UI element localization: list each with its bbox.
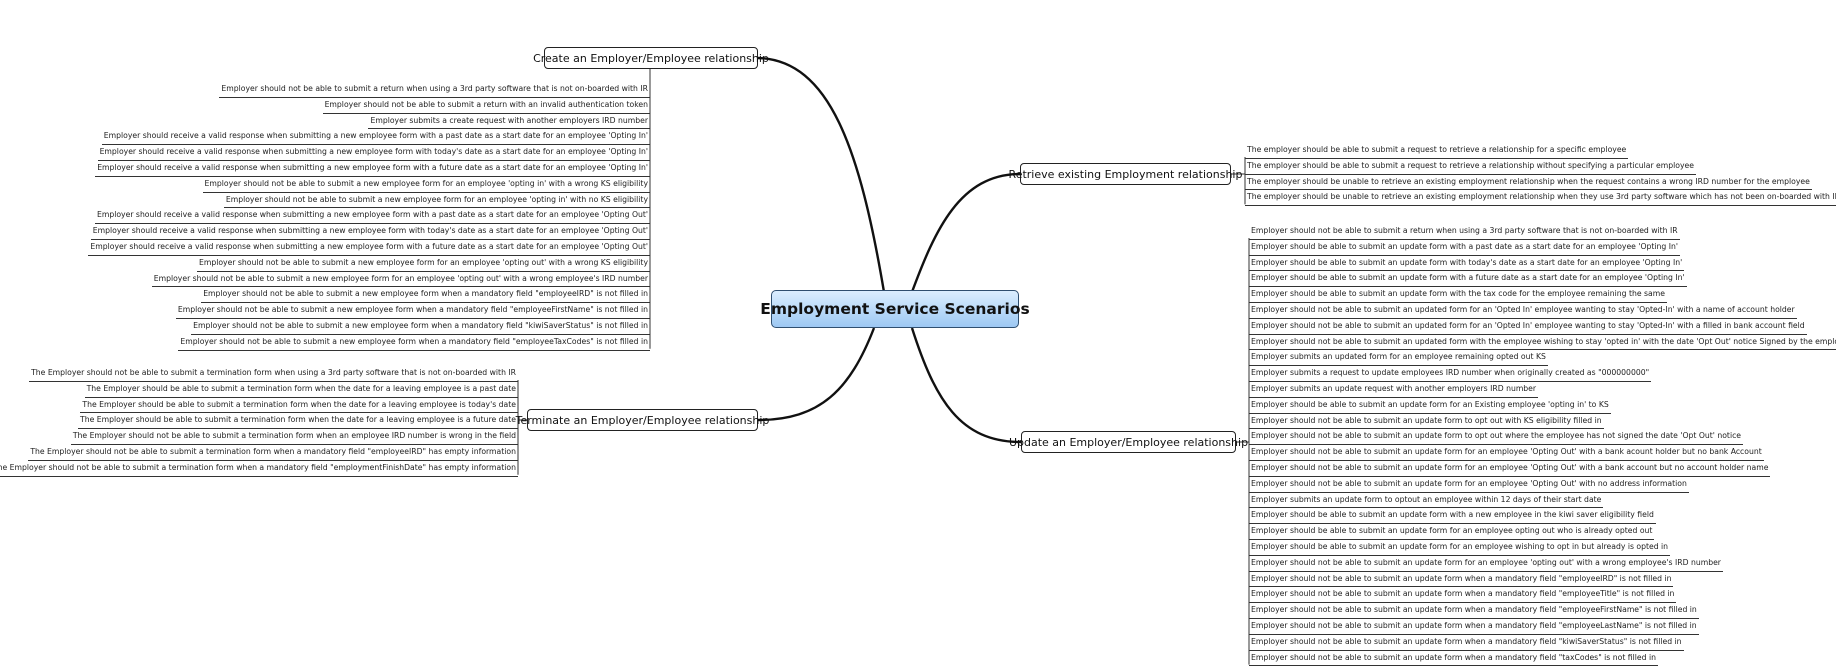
update-scenario-item[interactable]: Employer should not be able to submit an…: [1249, 461, 1771, 477]
terminate-scenario-item[interactable]: The Employer should be able to submit a …: [78, 413, 518, 430]
terminate-scenario-item[interactable]: The Employer should not be able to submi…: [28, 445, 518, 461]
update-scenario-item[interactable]: Employer submits a request to update emp…: [1249, 366, 1652, 382]
update-scenario-item[interactable]: Employer should not be able to submit an…: [1249, 651, 1658, 667]
create-scenario-item[interactable]: Employer should not be able to submit a …: [178, 335, 650, 351]
terminate-scenario-item[interactable]: The Employer should not be able to submi…: [29, 366, 518, 382]
create-scenario-item[interactable]: Employer should receive a valid response…: [95, 161, 650, 177]
topic-retrieve-relationship[interactable]: Retrieve existing Employment relationshi…: [1009, 163, 1242, 185]
create-scenario-item[interactable]: Employer should not be able to submit a …: [202, 177, 650, 193]
update-scenario-item[interactable]: Employer should not be able to submit an…: [1249, 445, 1764, 461]
branch-terminate-connector: [757, 327, 876, 422]
update-scenario-item[interactable]: Employer should be able to submit an upd…: [1249, 508, 1656, 525]
update-scenario-item[interactable]: Employer should not be able to submit an…: [1249, 603, 1699, 619]
update-scenario-item[interactable]: Employer should not be able to submit a …: [1249, 224, 1680, 240]
create-scenario-item[interactable]: Employer should not be able to submit a …: [219, 82, 650, 98]
create-scenario-item[interactable]: Employer should receive a valid response…: [88, 240, 650, 256]
update-scenario-item[interactable]: Employer should be able to submit an upd…: [1249, 271, 1687, 288]
create-scenario-item[interactable]: Employer should receive a valid response…: [101, 129, 650, 146]
update-scenario-item[interactable]: Employer should be able to submit an upd…: [1249, 256, 1685, 272]
retrieve-scenario-item[interactable]: The employer should be unable to retriev…: [1245, 190, 1836, 207]
update-scenario-item[interactable]: Employer should not be able to submit an…: [1249, 635, 1684, 651]
terminate-scenario-item[interactable]: The Employer should be able to submit a …: [80, 398, 518, 414]
update-scenario-item[interactable]: Employer should not be able to submit an…: [1249, 477, 1689, 493]
create-scenario-item[interactable]: Employer should not be able to submit a …: [322, 98, 650, 114]
topic-update-relationship[interactable]: Update an Employer/Employee relationship: [1009, 431, 1248, 453]
create-scenario-item[interactable]: Employer should not be able to submit a …: [223, 193, 650, 209]
topic-create-relationship[interactable]: Create an Employer/Employee relationship: [533, 47, 769, 69]
create-scenario-item[interactable]: Employer should receive a valid response…: [97, 145, 650, 161]
update-scenario-item[interactable]: Employer should not be able to submit an…: [1249, 619, 1699, 635]
create-scenario-item[interactable]: Employer should not be able to submit a …: [191, 319, 650, 335]
update-scenario-item[interactable]: Employer should not be able to submit an…: [1249, 335, 1836, 351]
update-scenario-item[interactable]: Employer should not be able to submit an…: [1249, 319, 1807, 335]
create-scenario-item[interactable]: Employer should not be able to submit a …: [196, 256, 650, 272]
branch-create-connector: [757, 56, 886, 293]
branch-retrieve-connector: [910, 172, 1021, 293]
create-scenario-item[interactable]: Employer should not be able to submit a …: [151, 272, 650, 288]
update-scenario-item[interactable]: Employer submits an update request with …: [1249, 382, 1539, 398]
update-scenario-item[interactable]: Employer submits an update form to optou…: [1249, 493, 1604, 509]
central-topic[interactable]: Employment Service Scenarios: [760, 290, 1030, 328]
update-scenario-item[interactable]: Employer should not be able to submit an…: [1249, 587, 1677, 604]
update-scenario-item[interactable]: Employer should be able to submit an upd…: [1249, 524, 1655, 540]
terminate-scenario-item[interactable]: The Employer should not be able to submi…: [70, 429, 518, 445]
branch-update-connector: [910, 327, 1022, 444]
update-scenario-item[interactable]: Employer should be able to submit an upd…: [1249, 540, 1671, 556]
topic-terminate-relationship[interactable]: Terminate an Employer/Employee relations…: [516, 409, 769, 431]
update-scenario-item[interactable]: Employer should not be able to submit an…: [1249, 572, 1674, 588]
terminate-scenario-item[interactable]: The Employer should not be able to submi…: [0, 461, 518, 477]
create-scenario-item[interactable]: Employer should not be able to submit a …: [201, 287, 650, 304]
update-scenario-item[interactable]: Employer should be able to submit an upd…: [1249, 240, 1680, 256]
update-scenario-item[interactable]: Employer should not be able to submit an…: [1249, 556, 1723, 572]
terminate-scenario-item[interactable]: The Employer should be able to submit a …: [84, 382, 518, 398]
retrieve-scenario-item[interactable]: The employer should be unable to retriev…: [1245, 175, 1812, 191]
update-scenario-item[interactable]: Employer submits an updated form for an …: [1249, 350, 1548, 367]
update-scenario-item[interactable]: Employer should be able to submit an upd…: [1249, 398, 1611, 414]
update-scenario-item[interactable]: Employer should not be able to submit an…: [1249, 303, 1797, 319]
create-scenario-item[interactable]: Employer should not be able to submit a …: [175, 303, 650, 319]
update-scenario-item[interactable]: Employer should be able to submit an upd…: [1249, 287, 1667, 303]
create-scenario-item[interactable]: Employer should receive a valid response…: [90, 224, 650, 240]
retrieve-scenario-item[interactable]: The employer should be able to submit a …: [1245, 143, 1629, 159]
update-scenario-item[interactable]: Employer should not be able to submit an…: [1249, 429, 1744, 446]
retrieve-scenario-item[interactable]: The employer should be able to submit a …: [1245, 159, 1697, 175]
update-scenario-item[interactable]: Employer should not be able to submit an…: [1249, 414, 1604, 430]
create-scenario-item[interactable]: Employer submits a create request with a…: [368, 114, 650, 130]
create-scenario-item[interactable]: Employer should receive a valid response…: [94, 208, 650, 225]
